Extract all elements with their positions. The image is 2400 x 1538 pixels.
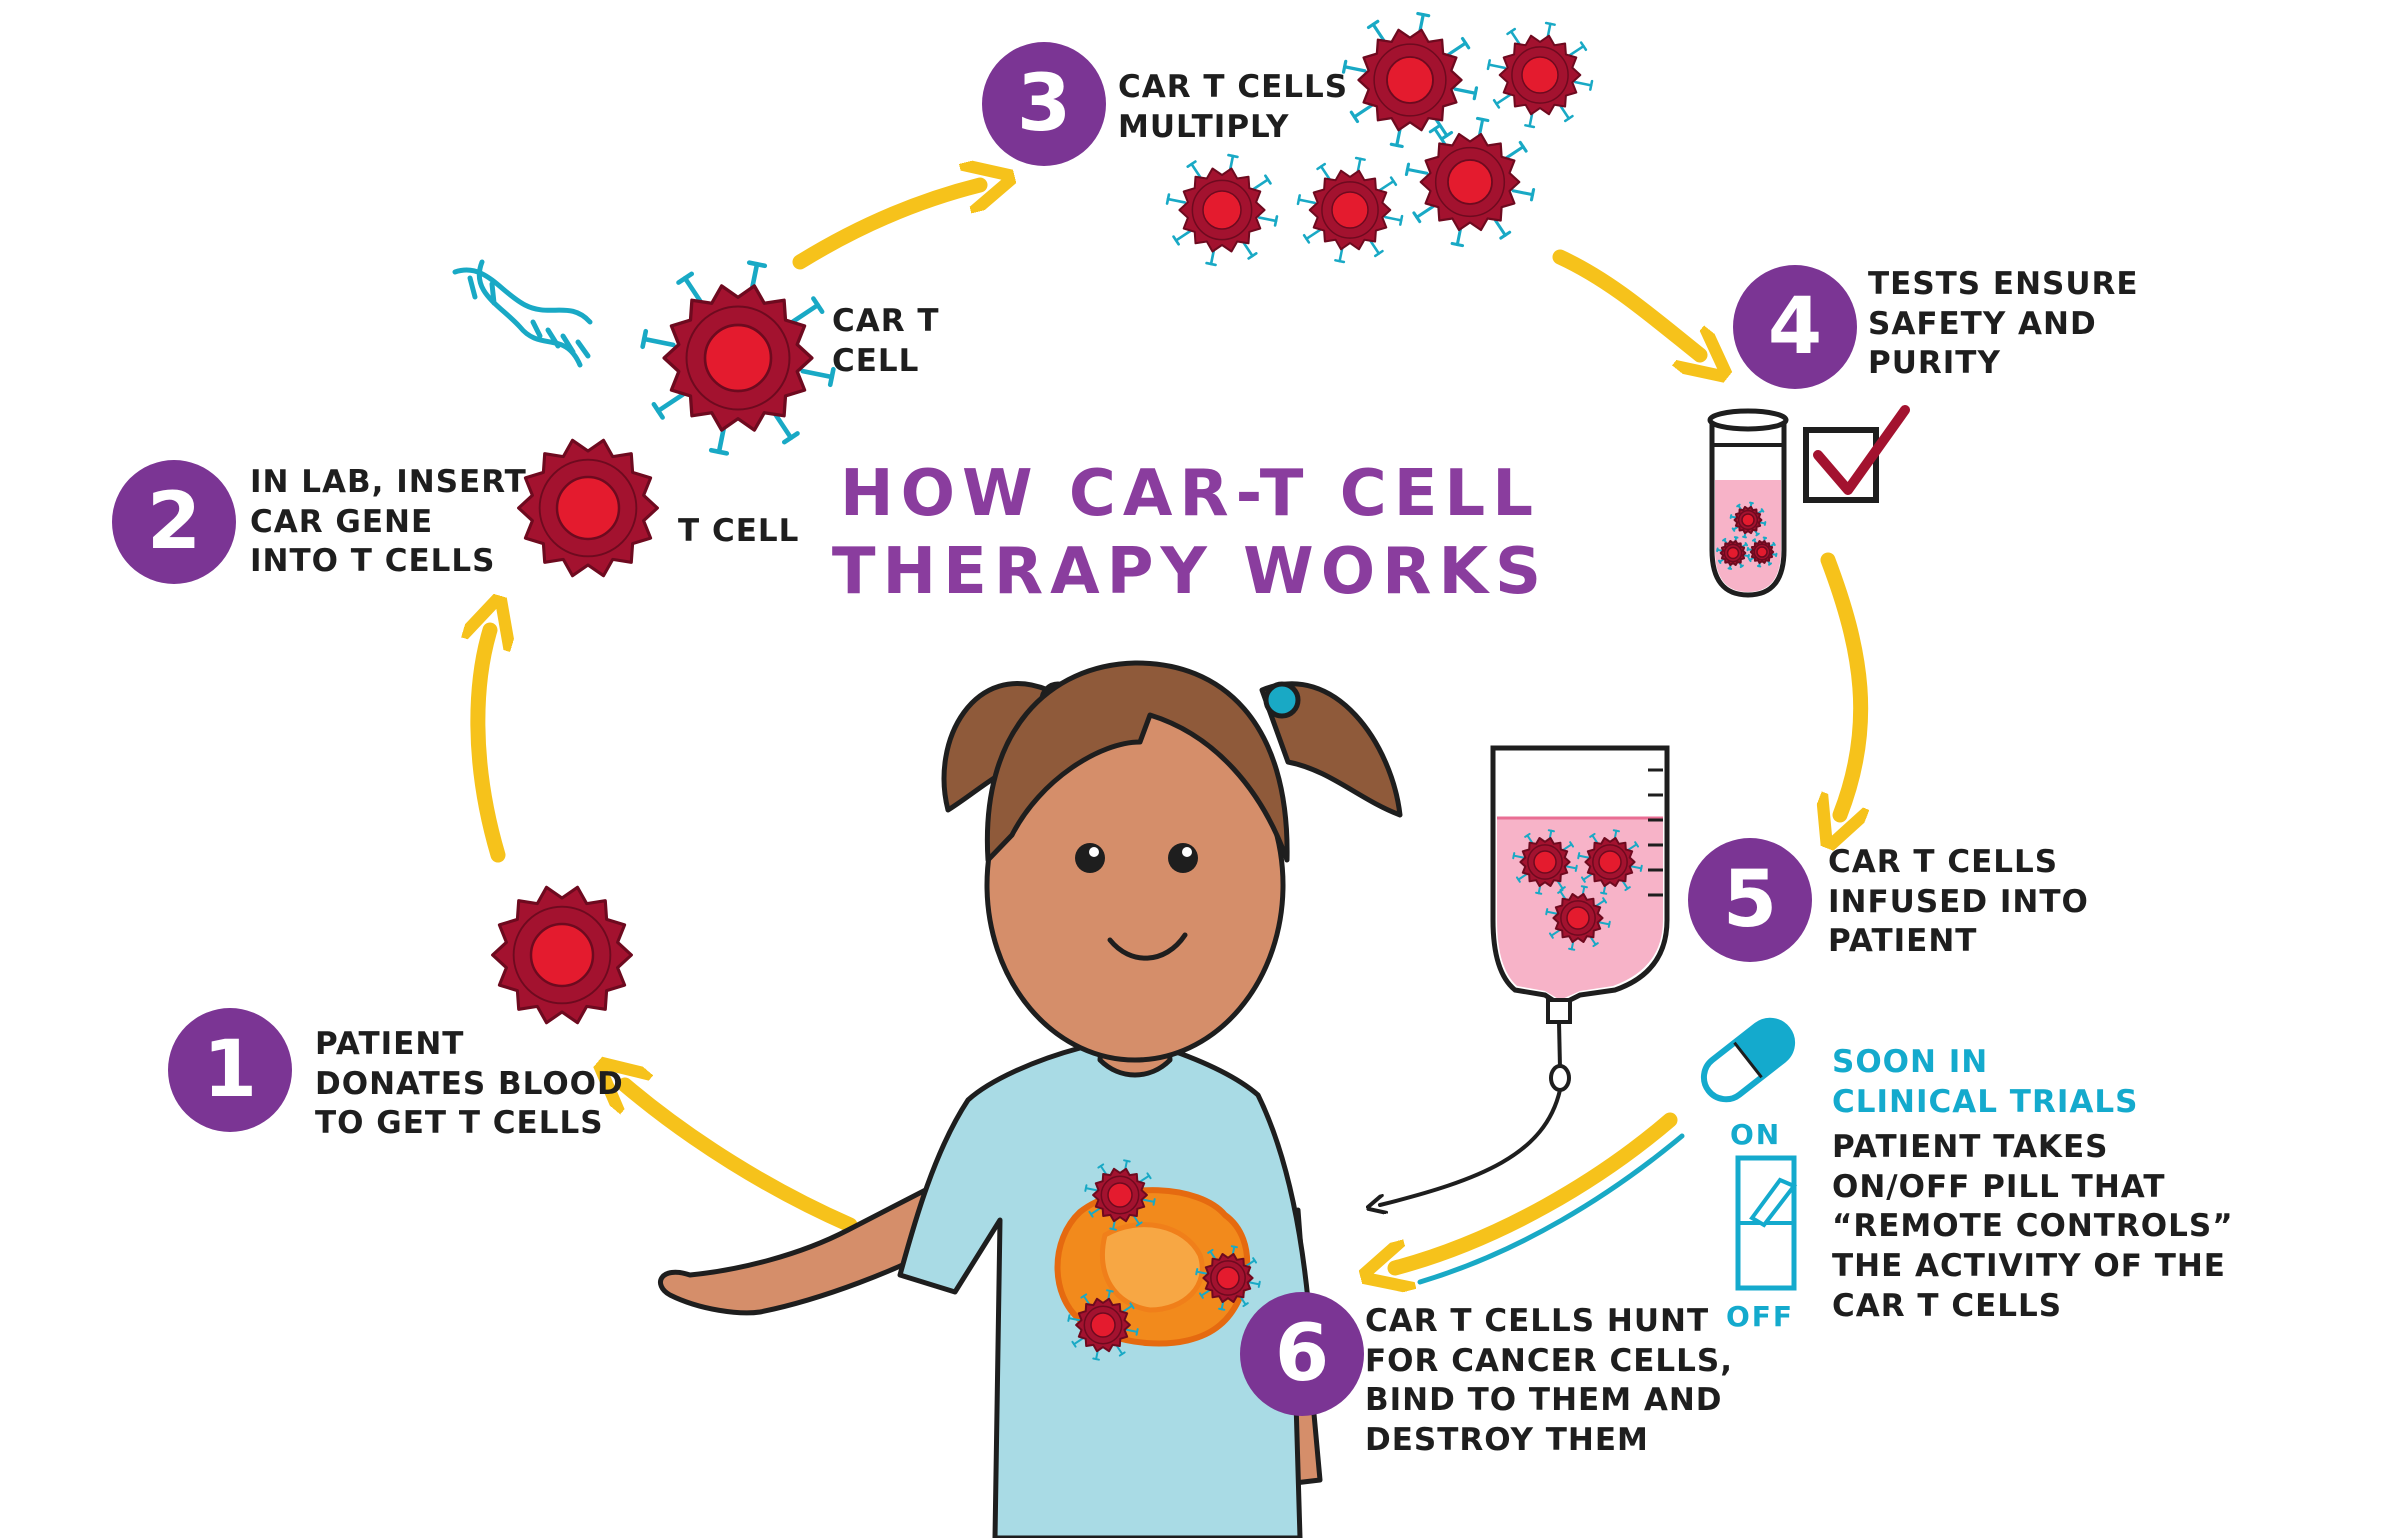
cells-layer: [491, 11, 1594, 1025]
car-t-cell-multiply: [1165, 153, 1279, 267]
car-t-cell-step2: [640, 260, 836, 456]
car-t-cell-tube: [1729, 501, 1767, 539]
arrow-2-to-3: [792, 185, 980, 270]
test-tube-icon: [1707, 408, 1789, 598]
step-2-badge: 2: [112, 460, 236, 584]
car-t-cell-multiply: [1296, 156, 1404, 264]
step-2-label: IN LAB, INSERT CAR GENE INTO T CELLS: [250, 464, 527, 580]
patient-illustration: [658, 660, 1403, 1538]
t-cell-step2: [517, 438, 659, 578]
step-5-badge: 5: [1688, 838, 1812, 962]
arrow-6-to-1: [625, 1085, 858, 1233]
iv-line: [1380, 1088, 1562, 1205]
car-t-cell-multiply: [1341, 11, 1479, 149]
dna-icon: [452, 259, 593, 368]
step-6-badge: 6: [1240, 1292, 1364, 1416]
car-t-cell-multiply: [1404, 116, 1536, 248]
arrow-1-to-2: [478, 630, 498, 863]
switch-on-label: ON: [1730, 1118, 1782, 1151]
arrow-pill-to-6: [1395, 1112, 1678, 1268]
t-cell-label: T CELL: [678, 513, 800, 549]
car-t-cell-bag: [1512, 829, 1578, 895]
step-4-label: TESTS ENSURE SAFETY AND PURITY: [1868, 266, 2139, 382]
car-t-cell-bag: [1577, 829, 1643, 895]
step-5-label: CAR T CELLS INFUSED INTO PATIENT: [1828, 844, 2089, 960]
clinical-trials-heading: SOON IN CLINICAL TRIALS: [1832, 1044, 2139, 1120]
step-6-label: CAR T CELLS HUNT FOR CANCER CELLS, BIND …: [1365, 1303, 1734, 1459]
pill-arrow-teal-edge: [1417, 1133, 1685, 1285]
checkbox-checked-icon: [1803, 405, 1910, 503]
cycle-arrows: [478, 185, 1861, 1268]
car-t-cell-label: CAR T CELL: [832, 303, 940, 379]
car-t-cell-tube: [1746, 536, 1778, 568]
step-3-badge: 3: [982, 42, 1106, 166]
toggle-switch-icon: [1735, 1155, 1798, 1291]
t-cell-step1: [491, 885, 633, 1025]
car-t-cell-multiply: [1486, 21, 1594, 129]
car-t-cell-tumor: [1195, 1245, 1261, 1311]
iv-bag-icon: [1490, 745, 1670, 1092]
step-3-label: CAR T CELLS MULTIPLY: [1118, 69, 1349, 145]
car-t-cell-tube: [1716, 536, 1750, 570]
step-1-badge: 1: [168, 1008, 292, 1132]
clinical-trials-body: PATIENT TAKES ON/OFF PILL THAT “REMOTE C…: [1832, 1129, 2234, 1324]
car-t-cell-tumor: [1084, 1159, 1156, 1231]
arrow-4-to-5: [1828, 552, 1861, 815]
pill-icon: [1700, 1017, 1796, 1103]
step-1-label: PATIENT DONATES BLOOD TO GET T CELLS: [315, 1026, 624, 1142]
switch-off-label: OFF: [1726, 1300, 1795, 1333]
diagram-title: HOW CAR-T CELL THERAPY WORKS: [0, 455, 2400, 611]
step-4-badge: 4: [1733, 265, 1857, 389]
title-line-1: HOW CAR-T CELL: [840, 457, 1540, 531]
car-t-cell-tumor: [1067, 1289, 1139, 1361]
arrow-3-to-4: [1552, 249, 1700, 355]
title-line-2: THERAPY WORKS: [831, 535, 1549, 610]
car-t-cell-bag: [1545, 885, 1611, 951]
